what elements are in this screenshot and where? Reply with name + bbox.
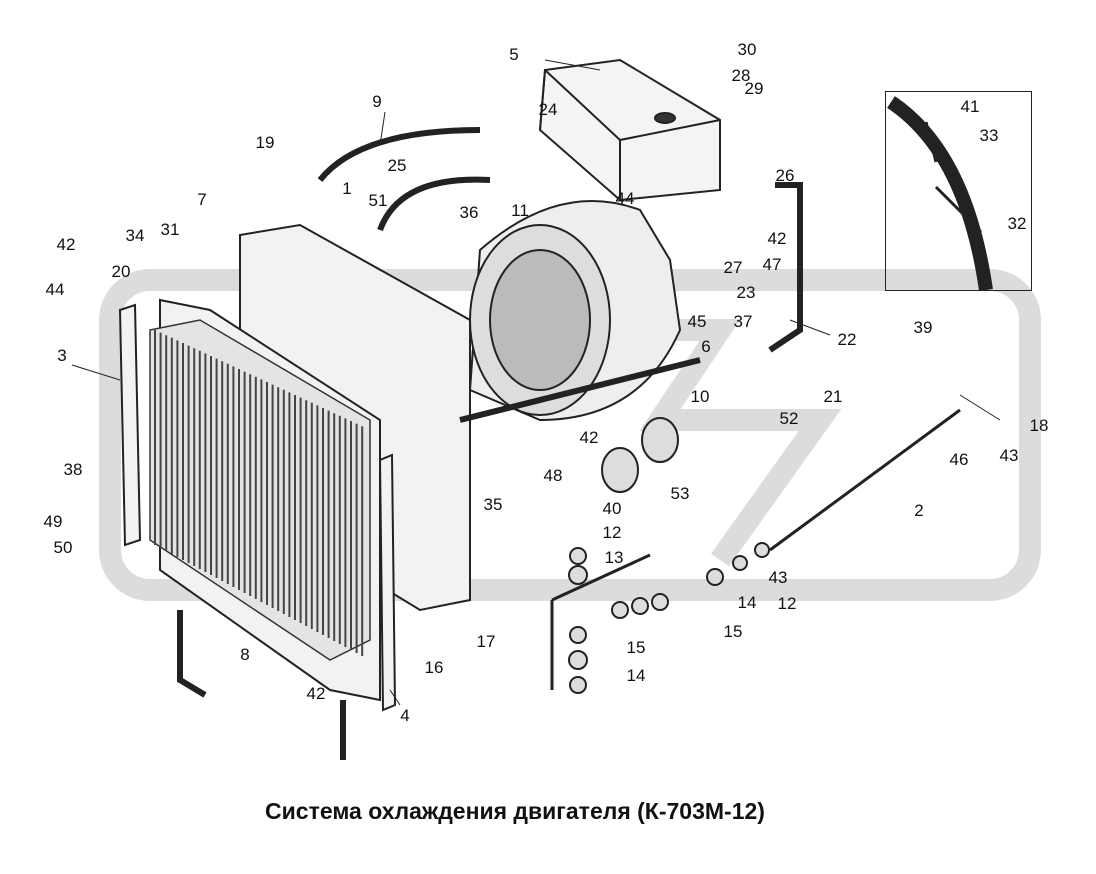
callout-label: 44 <box>615 189 635 208</box>
diagram-title: Система охлаждения двигателя (К-703М-12) <box>265 798 765 824</box>
callout-label: 44 <box>45 280 65 299</box>
callout-label: 25 <box>387 156 407 175</box>
callout-label: 51 <box>368 191 388 210</box>
callout-label: 43 <box>999 446 1019 465</box>
callout-label: 14 <box>626 666 646 685</box>
radiator-fins <box>154 330 364 656</box>
callout-label: 43 <box>768 568 788 587</box>
callout-label: 15 <box>626 638 646 657</box>
callout-label: 1 <box>342 179 352 198</box>
callout-label: 27 <box>723 258 743 277</box>
callout-label: 23 <box>736 283 756 302</box>
callout-label: 8 <box>240 645 250 664</box>
callout-label: 6 <box>701 337 711 356</box>
callout-label: 48 <box>543 466 563 485</box>
callout-label: 13 <box>604 548 624 567</box>
callout-label: 52 <box>779 409 799 428</box>
fan-shroud <box>468 200 682 422</box>
leader-lines <box>71 59 1001 706</box>
callout-label: 21 <box>823 387 843 406</box>
callout-label: 34 <box>125 226 145 245</box>
callout-label: 42 <box>306 684 326 703</box>
callout-label: 15 <box>723 622 743 641</box>
callout-label: 19 <box>255 133 275 152</box>
tie-rod <box>550 408 961 690</box>
hose-clamp-detail <box>887 96 993 292</box>
callout-label: 7 <box>197 190 207 209</box>
callout-label: 42 <box>579 428 599 447</box>
callout-label: 36 <box>459 203 479 222</box>
callout-label: 24 <box>538 100 558 119</box>
expansion-tank <box>538 58 721 202</box>
callout-label: 46 <box>949 450 969 469</box>
callout-label: 17 <box>476 632 496 651</box>
inset-callout-label: 32 <box>1007 214 1027 233</box>
mount-parts <box>568 417 770 694</box>
callout-label: 28 <box>731 66 751 85</box>
callout-label: 35 <box>483 495 503 514</box>
callout-label: 22 <box>837 330 857 349</box>
callout-label: 42 <box>767 229 787 248</box>
callout-label: 50 <box>53 538 73 557</box>
callout-label: 4 <box>400 706 410 725</box>
callout-label: 2 <box>914 501 924 520</box>
inset-callout-label: 41 <box>960 97 980 116</box>
side-bracket <box>118 303 397 712</box>
callout-label: 16 <box>424 658 444 677</box>
callout-label: 47 <box>762 255 782 274</box>
callout-label: 26 <box>775 166 795 185</box>
callout-label: 42 <box>56 235 76 254</box>
callout-label: 10 <box>690 387 710 406</box>
callout-label: 5 <box>509 45 519 64</box>
callout-label: 37 <box>733 312 753 331</box>
callout-label: 18 <box>1029 416 1049 435</box>
callout-label: 11 <box>511 201 529 220</box>
callout-label: 29 <box>744 79 764 98</box>
callout-label: 49 <box>43 512 63 531</box>
callout-label: 14 <box>737 593 757 612</box>
callout-label: 40 <box>602 499 622 518</box>
callout-label: 38 <box>63 460 83 479</box>
callout-label: 12 <box>602 523 622 542</box>
inset-callout-label: 33 <box>979 126 999 145</box>
callout-label: 30 <box>737 40 757 59</box>
callout-label: 31 <box>160 220 180 239</box>
callout-label: 9 <box>372 92 382 111</box>
callout-label: 20 <box>111 262 131 281</box>
callout-label: 45 <box>687 312 707 331</box>
callout-label: 12 <box>777 594 797 613</box>
callout-label: 53 <box>670 484 690 503</box>
callout-label: 39 <box>913 318 933 337</box>
detail-inset <box>885 91 1032 292</box>
callout-label: 3 <box>57 346 67 365</box>
